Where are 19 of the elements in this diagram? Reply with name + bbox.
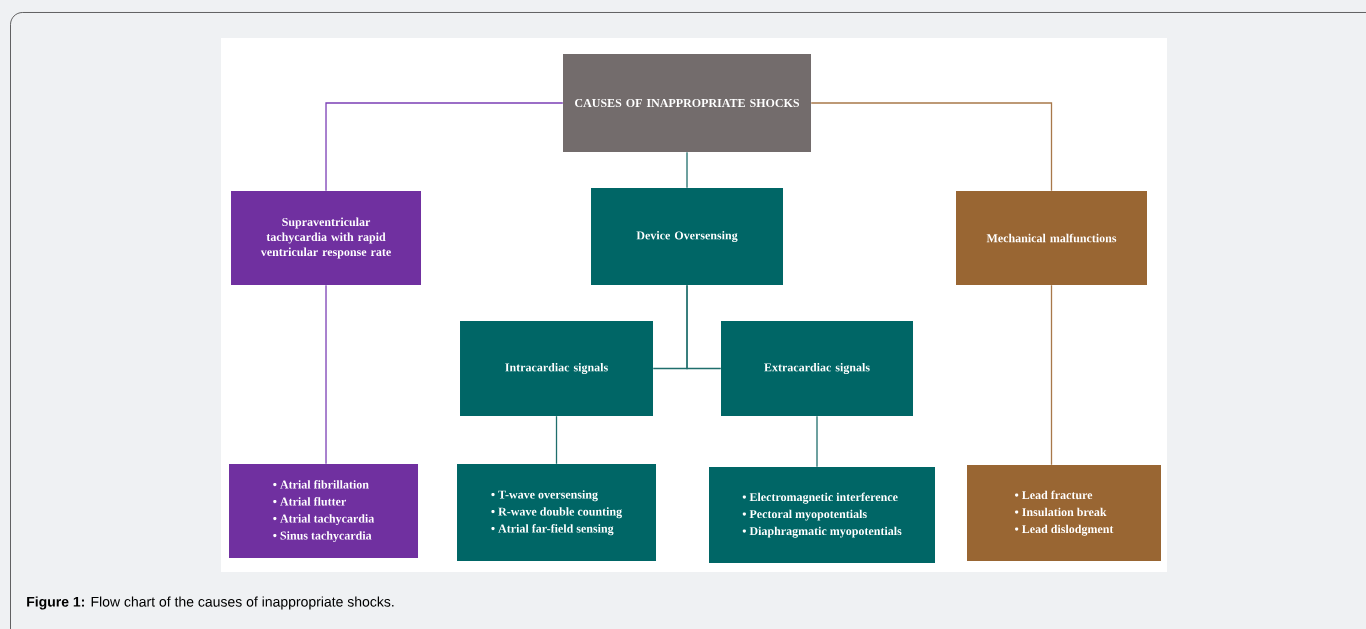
title-box: CAUSES OF INAPPROPRIATE SHOCKS (563, 54, 811, 152)
connector-line (686, 151, 688, 189)
list-box: • Atrial fibrillation • Atrial flutter • Atrial tachycardia • Sinus tachycardia (229, 464, 418, 558)
category-box: Supraventricular tachycardia with rapid ventricular response rate (231, 191, 421, 285)
figure-caption: Figure 1: Flow chart of the causes of inappropriate shocks. (27, 596, 394, 610)
connector-line (1050, 284, 1053, 466)
connector-line (816, 415, 818, 468)
category-box: Device Oversensing (591, 188, 783, 285)
connector-line (325, 284, 327, 465)
connector-line (686, 284, 722, 370)
list-box: • Electromagnetic interference • Pectoral myopotentials • Diaphragmatic myopotentials (709, 467, 935, 563)
connector-line (555, 415, 558, 465)
list-box: • T-wave oversensing • R-wave double counting • Atrial far-field sensing (457, 464, 656, 561)
subcategory-box: Intracardiac signals (460, 321, 653, 416)
subcategory-box: Extracardiac signals (721, 321, 913, 416)
list-box: • Lead fracture • Insulation break • Lead dislodgment (967, 465, 1161, 561)
category-box: Mechanical malfunctions (956, 191, 1147, 285)
connector-line (325, 102, 564, 192)
connector-line (810, 102, 1053, 192)
